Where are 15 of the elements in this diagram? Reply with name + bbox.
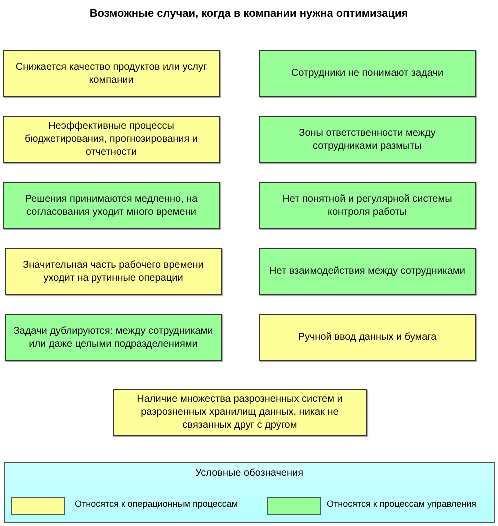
- cause-box: Решения принимаются медленно, на согласования уходит много времени: [3, 182, 220, 229]
- cause-box: Сотрудники не понимают задачи: [259, 50, 476, 97]
- cause-box: Нет взаимодействия между сотрудниками: [259, 248, 476, 295]
- cause-box: Наличие множества разрозненных систем и разрозненных хранилищ данных, никак не связанных друг с другом: [113, 389, 367, 436]
- cause-box: Неэффективные процессы бюджетирования, прогнозирования и отчетности: [3, 116, 220, 163]
- cause-box: Снижается качество продуктов или услуг компании: [3, 50, 220, 97]
- cause-box: Нет понятной и регулярной системы контроля работы: [259, 182, 476, 229]
- cause-box: Зоны ответственности между сотрудниками размыты: [259, 116, 476, 163]
- legend-text: Относятся к операционным процессам: [75, 499, 238, 509]
- cause-box: Значительная часть рабочего времени уходит на рутинные операции: [5, 248, 222, 295]
- legend-text: Относятся к процессам управления: [327, 499, 477, 509]
- diagram-title: Возможные случаи, когда в компании нужна оптимизация: [88, 8, 410, 20]
- cause-box: Задачи дублируются: между сотрудниками или даже целыми подразделениями: [5, 314, 222, 361]
- cause-box: Ручной ввод данных и бумага: [259, 314, 476, 361]
- legend-title: Условные обозначения: [194, 468, 305, 479]
